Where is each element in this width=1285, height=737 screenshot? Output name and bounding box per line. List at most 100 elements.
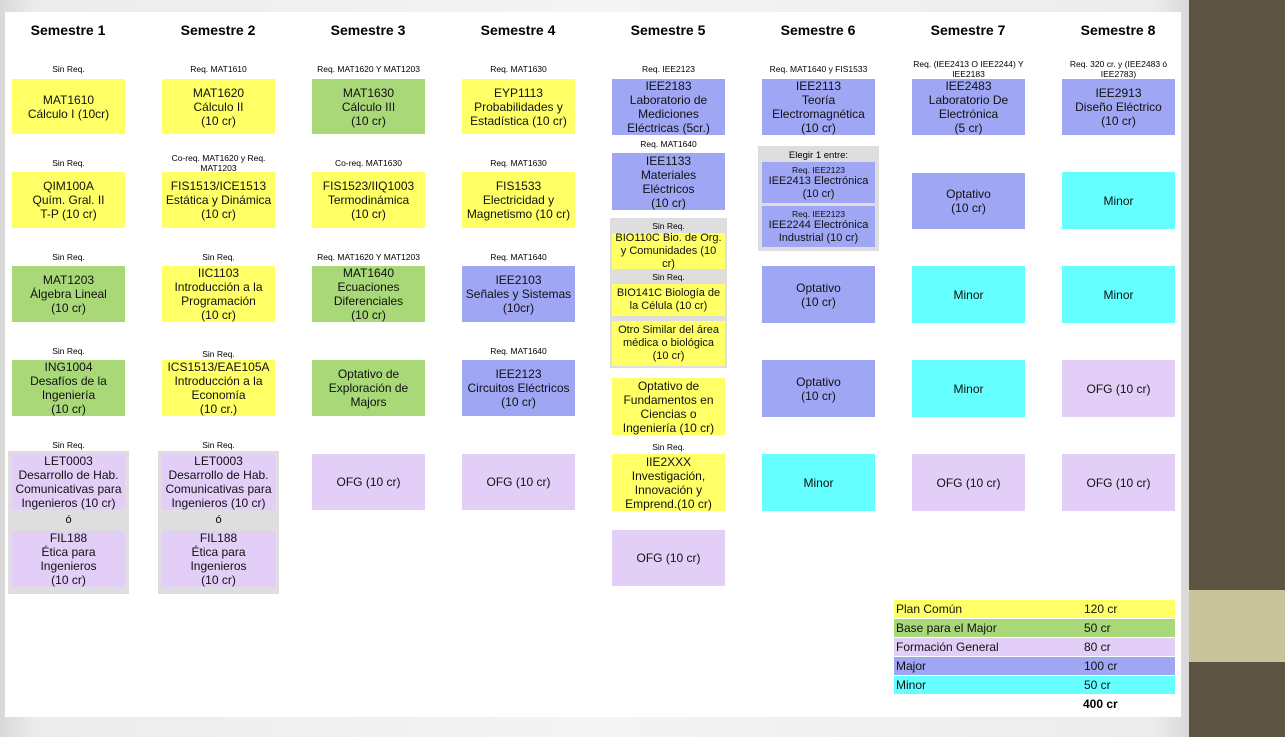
course-iee2413[interactable]: Req. IEE2123 IEE2413 Electrónica (10 cr) bbox=[762, 162, 875, 203]
course-credits: (10 cr) bbox=[1101, 114, 1136, 128]
course-ofg[interactable]: OFG (10 cr) bbox=[912, 454, 1025, 511]
semester-title-5: Semestre 5 bbox=[630, 22, 706, 38]
course-ofg[interactable]: OFG (10 cr) bbox=[462, 454, 575, 510]
course-iee2913[interactable]: IEE2913 Diseño Eléctrico (10 cr) bbox=[1062, 79, 1175, 135]
course-name: Comunicativas para bbox=[165, 482, 272, 496]
course-requirement: Req. (IEE2413 O IEE2244) Y IEE2183 bbox=[907, 60, 1030, 79]
course-fil188[interactable]: FIL188 Ética para Ingenieros (10 cr) bbox=[162, 531, 275, 587]
course-credits: (5 cr) bbox=[954, 121, 983, 135]
course-qim100a[interactable]: QIM100A Quím. Gral. II T-P (10 cr) bbox=[12, 172, 125, 228]
legend-row-base-major: Base para el Major 50 cr bbox=[894, 619, 1175, 637]
course-name: Ingeniería bbox=[41, 388, 96, 402]
course-ics1513[interactable]: ICS1513/EAE105A Introducción a la Econom… bbox=[162, 360, 275, 416]
course-mat1620[interactable]: MAT1620 Cálculo II (10 cr) bbox=[162, 79, 275, 134]
course-iic1103[interactable]: IIC1103 Introducción a la Programación (… bbox=[162, 266, 275, 322]
course-eyp1113[interactable]: EYP1113 Probabilidades y Estadística (10… bbox=[462, 79, 575, 134]
course-iee2244[interactable]: Req. IEE2123 IEE2244 Electrónica Industr… bbox=[762, 206, 875, 247]
course-fis1523[interactable]: FIS1523/IIQ1003 Termodinámica (10 cr) bbox=[312, 172, 425, 228]
course-name: Probabilidades y bbox=[474, 99, 563, 114]
legend-value: 100 cr bbox=[1084, 659, 1118, 673]
course-credits: (10 cr) bbox=[201, 207, 236, 221]
course-bio110c[interactable]: BIO110C Bio. de Org. y Comunidades (10 c… bbox=[612, 232, 725, 270]
course-code: MAT1610 bbox=[42, 92, 95, 107]
course-ofg[interactable]: OFG (10 cr) bbox=[1062, 454, 1175, 511]
course-credits: (10 cr) bbox=[201, 573, 236, 587]
course-requirement: Sin Req. bbox=[52, 347, 85, 356]
legend-row-minor: Minor 50 cr bbox=[894, 676, 1175, 694]
course-iie2xxx[interactable]: IIE2XXX Investigación, Innovación y Empr… bbox=[612, 454, 725, 511]
course-name: Ingenieros bbox=[190, 559, 247, 573]
course-optativo[interactable]: Optativo (10 cr) bbox=[762, 360, 875, 417]
course-name: Eléctricos bbox=[642, 181, 695, 196]
course-iee1133[interactable]: IEE1133 Materiales Eléctricos (10 cr) bbox=[612, 153, 725, 210]
course-credits: T-P (10 cr) bbox=[40, 207, 97, 221]
semester-title-7: Semestre 7 bbox=[930, 22, 1006, 38]
course-otro-similar[interactable]: Otro Similar del área médica o biológica… bbox=[612, 321, 725, 366]
course-minor[interactable]: Minor bbox=[1062, 266, 1175, 323]
course-credits: (10 cr) bbox=[501, 395, 536, 409]
course-minor[interactable]: Minor bbox=[762, 454, 875, 511]
course-ofg[interactable]: OFG (10 cr) bbox=[612, 530, 725, 586]
course-iee2483[interactable]: IEE2483 Laboratorio De Electrónica (5 cr… bbox=[912, 79, 1025, 135]
course-name: Innovación y bbox=[634, 482, 703, 497]
course-mat1203[interactable]: MAT1203 Álgebra Lineal (10 cr) bbox=[12, 266, 125, 322]
course-iee2103[interactable]: IEE2103 Señales y Sistemas (10cr) bbox=[462, 266, 575, 322]
course-requirement: Req. 320 cr. y (IEE2483 ó IEE2783) bbox=[1057, 60, 1180, 79]
legend-value: 120 cr bbox=[1084, 602, 1118, 616]
course-code: MAT1203 bbox=[42, 273, 95, 287]
course-optativo-fundamentos[interactable]: Optativo de Fundamentos en Ciencias o In… bbox=[612, 378, 725, 435]
course-ofg[interactable]: OFG (10 cr) bbox=[312, 454, 425, 510]
legend-value: 50 cr bbox=[1084, 678, 1111, 692]
course-name: Optativo bbox=[796, 374, 841, 389]
course-requirement: Co-req. MAT1630 bbox=[335, 159, 402, 168]
course-optativo[interactable]: Optativo (10 cr) bbox=[912, 173, 1025, 229]
legend-name: Minor bbox=[896, 678, 927, 692]
course-credits: (10 cr) bbox=[802, 187, 835, 200]
course-let0003[interactable]: LET0003 Desarrollo de Hab. Comunicativas… bbox=[12, 454, 125, 510]
course-code: IEE1133 bbox=[645, 153, 692, 168]
requirement-line: IEE2783) bbox=[1100, 68, 1137, 79]
course-optativo-exploracion-majors[interactable]: Optativo de Exploración de Majors bbox=[312, 360, 425, 416]
course-ing1004[interactable]: ING1004 Desafíos de la Ingeniería (10 cr… bbox=[12, 360, 125, 416]
course-code: IEE2183 bbox=[645, 79, 692, 93]
legend-name: Base para el Major bbox=[896, 621, 997, 635]
side-accent-box bbox=[1189, 590, 1285, 662]
course-code: FIS1523/IIQ1003 bbox=[322, 179, 415, 193]
course-requirement: Req. MAT1640 bbox=[490, 253, 547, 262]
course-name: Minor bbox=[953, 287, 984, 302]
course-minor[interactable]: Minor bbox=[912, 266, 1025, 323]
course-requirement: Req. MAT1630 bbox=[490, 159, 547, 168]
course-fil188[interactable]: FIL188 Ética para Ingenieros (10 cr) bbox=[12, 531, 125, 587]
course-fis1533[interactable]: FIS1533 Electricidad y Magnetismo (10 cr… bbox=[462, 172, 575, 228]
course-name: BIO141C Biología de bbox=[616, 287, 721, 299]
course-iee2113[interactable]: IEE2113 Teoría Electromagnética (10 cr) bbox=[762, 79, 875, 135]
requirement-line: Co-req. MAT1620 y Req. bbox=[171, 154, 266, 163]
course-credits: (10 cr) bbox=[351, 308, 386, 322]
course-name: IEE2413 Electrónica bbox=[768, 174, 869, 187]
course-fis1513[interactable]: FIS1513/ICE1513 Estática y Dinámica (10 … bbox=[162, 172, 275, 228]
course-credits: (10 cr) bbox=[51, 402, 86, 416]
course-credits: Eléctricas (5cr.) bbox=[627, 121, 710, 135]
course-optativo[interactable]: Optativo (10 cr) bbox=[762, 266, 875, 323]
course-code: IEE2103 bbox=[495, 273, 542, 287]
course-requirement: Sin Req. bbox=[52, 441, 85, 450]
course-minor[interactable]: Minor bbox=[1062, 172, 1175, 229]
course-requirement: Req. IEE2123 bbox=[792, 164, 845, 175]
course-minor[interactable]: Minor bbox=[912, 360, 1025, 417]
legend-name: Plan Común bbox=[896, 602, 963, 616]
course-mat1610[interactable]: MAT1610 Cálculo I (10cr) bbox=[12, 79, 125, 134]
course-iee2183[interactable]: IEE2183 Laboratorio de Mediciones Eléctr… bbox=[612, 79, 725, 135]
course-credits: Ingenieros (10 cr) bbox=[171, 496, 266, 510]
course-iee2123[interactable]: IEE2123 Circuitos Eléctricos (10 cr) bbox=[462, 360, 575, 416]
course-requirement: Sin Req. bbox=[202, 441, 235, 450]
course-let0003[interactable]: LET0003 Desarrollo de Hab. Comunicativas… bbox=[162, 454, 275, 510]
course-mat1640[interactable]: MAT1640 Ecuaciones Diferenciales (10 cr) bbox=[312, 266, 425, 322]
course-ofg[interactable]: OFG (10 cr) bbox=[1062, 360, 1175, 417]
course-credits: Ingeniería (10 cr) bbox=[622, 420, 715, 435]
course-bio141c[interactable]: BIO141C Biología de la Célula (10 cr) bbox=[612, 284, 725, 316]
course-name: OFG (10 cr) bbox=[636, 551, 701, 565]
course-name: Majors bbox=[350, 395, 387, 409]
course-credits: (10 cr) bbox=[651, 195, 686, 210]
course-credits: Magnetismo (10 cr) bbox=[466, 207, 571, 221]
course-mat1630[interactable]: MAT1630 Cálculo III (10 cr) bbox=[312, 79, 425, 134]
